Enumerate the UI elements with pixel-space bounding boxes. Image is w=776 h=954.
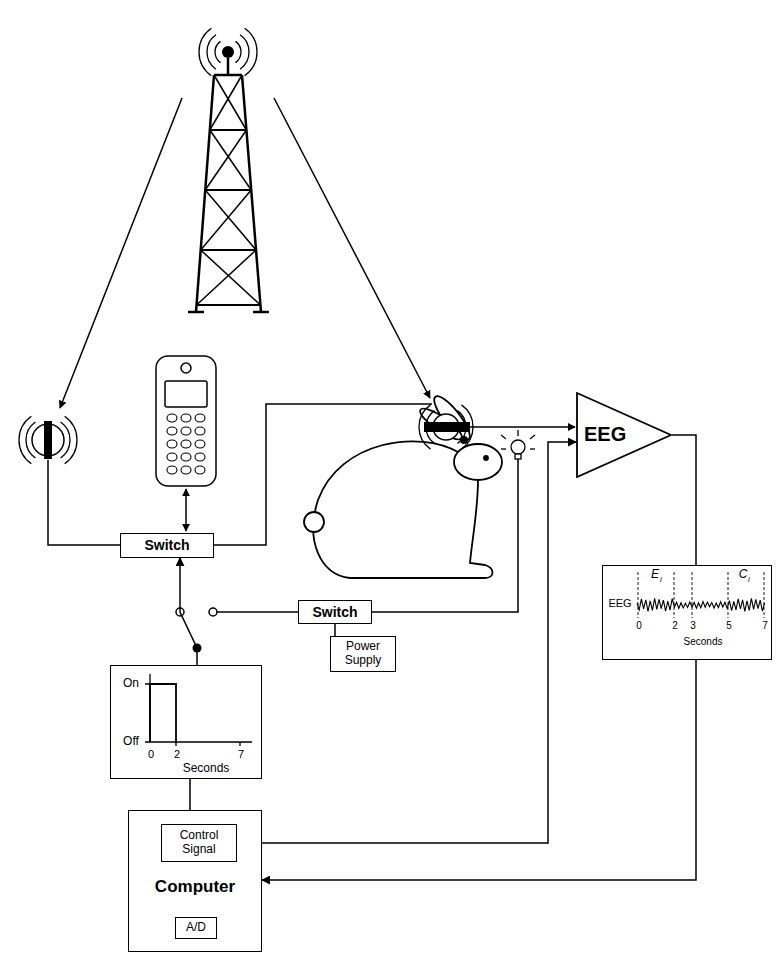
rabbit [304, 392, 502, 578]
antenna-rings [419, 405, 473, 449]
node-label: Control Signal [166, 829, 232, 857]
control-waveform [145, 674, 252, 746]
process-box: Switch [298, 600, 372, 624]
node-label: 5 [726, 620, 732, 632]
tower-emitter [222, 46, 234, 58]
node-label: C [739, 568, 748, 582]
wire [48, 460, 120, 545]
node-label: Off [123, 735, 139, 749]
dipole-bar [44, 421, 52, 459]
double-arrow [185, 489, 187, 531]
connector [672, 435, 696, 565]
wire [216, 611, 298, 613]
node-label: 2 [672, 620, 678, 632]
mobile-phone [156, 356, 216, 486]
node-label: 7 [762, 620, 768, 632]
electrode [460, 436, 468, 444]
panel-box: Control SignalA/D Computer [128, 810, 262, 952]
switch-contact [209, 608, 217, 616]
node-label: A/D [186, 921, 206, 935]
wire [372, 459, 518, 612]
node-label: i [748, 575, 750, 584]
connector [334, 624, 336, 636]
electrode-lead [470, 426, 575, 428]
rabbit-eye [484, 456, 488, 460]
panel-box: OnOff 0 2 7Seconds [110, 665, 262, 779]
node-label: 7 [238, 748, 244, 761]
process-box: Switch [120, 533, 214, 558]
node-label: i [660, 575, 662, 584]
node-label: 0 [636, 620, 642, 632]
connector [262, 660, 696, 880]
node-label: Switch [144, 537, 189, 553]
amplifier-triangle [577, 393, 671, 477]
node-label: Computer [155, 877, 235, 897]
rabbit-ear [429, 392, 475, 444]
node-label: E [651, 568, 659, 582]
antenna-bar [424, 422, 470, 432]
node-label: On [123, 677, 139, 691]
light-bulb [501, 430, 535, 459]
signal-arrow [274, 98, 430, 398]
connector [237, 442, 576, 843]
connector [180, 558, 197, 665]
node-label: EEG [608, 597, 631, 610]
rabbit-tail [304, 512, 324, 532]
node-label: Switch [312, 604, 357, 620]
node-label: Power Supply [335, 640, 391, 668]
antenna-rings [19, 28, 257, 464]
radio-tower [188, 58, 269, 312]
node-label: 3 [690, 620, 696, 632]
rabbit-head [454, 444, 502, 480]
process-box: A/D [175, 917, 217, 939]
node-label: 2 [174, 748, 180, 761]
node-label: EEG [584, 423, 626, 446]
amplifier-triangle: EEG [576, 392, 672, 478]
node-label: Seconds [183, 762, 230, 776]
node-label: Seconds [684, 636, 723, 648]
process-box: Control Signal [161, 824, 237, 862]
process-box: Power Supply [330, 636, 396, 672]
node-label: 0 [148, 748, 154, 761]
panel-box: EEGEiCi02357Seconds [602, 565, 772, 660]
